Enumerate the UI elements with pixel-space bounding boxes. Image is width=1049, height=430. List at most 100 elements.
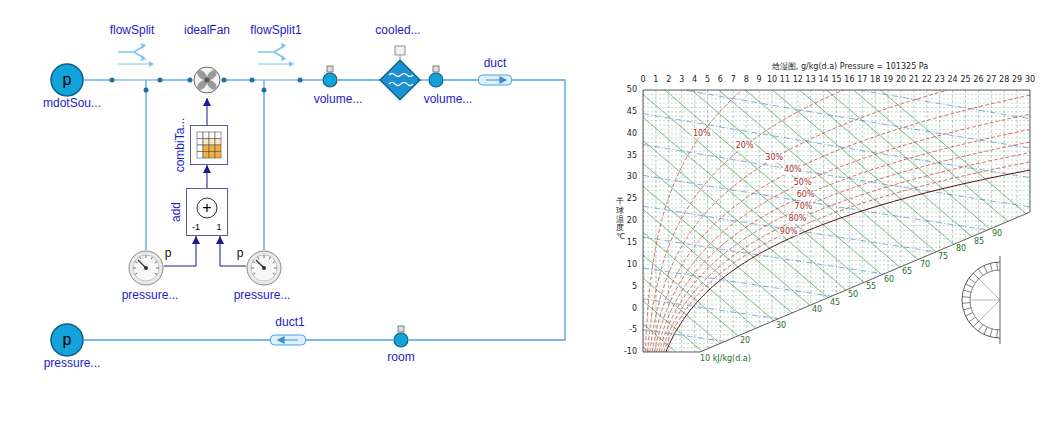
axis-tick: 30 bbox=[627, 173, 637, 182]
chart-grid bbox=[82, 0, 1049, 430]
component-label: idealFan bbox=[184, 24, 230, 38]
enthalpy-tick: 55 bbox=[866, 283, 876, 292]
axis-tick: 4 bbox=[692, 76, 697, 85]
axis-tick: 6 bbox=[718, 76, 723, 85]
fluid-connection bbox=[263, 90, 264, 250]
fluid-connection bbox=[338, 79, 380, 80]
axis-tick: -5 bbox=[629, 326, 637, 335]
axis-tick: 0 bbox=[632, 304, 637, 313]
signal-connection bbox=[207, 98, 208, 125]
axis-tick: 12 bbox=[793, 76, 803, 85]
humidity-label: 40% bbox=[783, 166, 803, 175]
fluid-connection bbox=[84, 79, 112, 80]
enthalpy-tick: 65 bbox=[902, 268, 912, 277]
volume-icon bbox=[322, 66, 338, 88]
split-icon bbox=[252, 42, 300, 90]
port-label: p bbox=[165, 247, 172, 261]
humidity-label: 80% bbox=[788, 215, 808, 224]
symbol-text: p bbox=[63, 71, 72, 89]
component-label: flowSplit1 bbox=[250, 24, 301, 38]
symbol-text: -1 bbox=[192, 222, 200, 232]
enthalpy-tick: 40 bbox=[812, 306, 822, 315]
axis-tick: 20 bbox=[627, 217, 637, 226]
volume-icon bbox=[428, 66, 444, 88]
fluid-connection bbox=[145, 90, 146, 250]
table-icon bbox=[190, 125, 228, 165]
component-label: mdotSou... bbox=[43, 97, 101, 111]
axis-tick: 25 bbox=[960, 76, 970, 85]
component-label: duct bbox=[484, 57, 507, 71]
fluid-connection bbox=[225, 79, 252, 80]
axis-tick: 15 bbox=[831, 76, 841, 85]
hx-icon bbox=[380, 44, 420, 100]
symbol-text: 1 bbox=[216, 222, 221, 232]
mixing-volume: volume... bbox=[428, 66, 444, 88]
axis-tick: 50 bbox=[627, 86, 637, 95]
fan-icon bbox=[189, 62, 225, 98]
symbol-text: p bbox=[63, 331, 72, 349]
axis-tick: 19 bbox=[883, 76, 893, 85]
flow-splitter: flowSplit1 bbox=[252, 42, 300, 90]
table-block: combiTa... bbox=[190, 125, 228, 165]
component-label: volume... bbox=[424, 93, 473, 107]
gauge-icon bbox=[128, 250, 164, 286]
axis-tick: 7 bbox=[731, 76, 736, 85]
component-label: room bbox=[387, 351, 414, 365]
axis-tick: 9 bbox=[757, 76, 762, 85]
component-label: volume... bbox=[314, 93, 363, 107]
split-icon bbox=[112, 42, 160, 90]
component-label: cooled... bbox=[375, 24, 420, 38]
fluid-connection bbox=[300, 79, 322, 80]
duct-pipe: duct bbox=[478, 72, 512, 88]
duct-pipe: duct1 bbox=[270, 332, 306, 348]
humidity-label: 30% bbox=[764, 154, 784, 163]
component-label: add bbox=[170, 202, 184, 222]
component-label: duct1 bbox=[275, 316, 304, 330]
enthalpy-tick: 45 bbox=[830, 299, 840, 308]
mixing-volume: volume... bbox=[322, 66, 338, 88]
axis-tick: 5 bbox=[705, 76, 710, 85]
pipe-icon bbox=[478, 72, 512, 88]
fluid-connection bbox=[444, 79, 478, 80]
pressure-sensor: ppressure... bbox=[128, 250, 164, 286]
axis-tick: 35 bbox=[627, 151, 637, 160]
chart-title: 焓湿图, g/kg(d.a) Pressure = 101325 Pa bbox=[772, 63, 928, 72]
component-label: pressure... bbox=[44, 357, 101, 371]
gauge-icon bbox=[246, 250, 282, 286]
fluid-connection bbox=[160, 79, 189, 80]
pressure-source: pmdotSou... bbox=[50, 63, 84, 97]
axis-tick: 15 bbox=[627, 239, 637, 248]
axis-tick: 28 bbox=[999, 76, 1009, 85]
humidity-label: 90% bbox=[779, 227, 799, 236]
axis-tick: 25 bbox=[627, 195, 637, 204]
enthalpy-tick: 50 bbox=[848, 291, 858, 300]
enthalpy-tick: 60 bbox=[884, 276, 894, 285]
axis-tick: 30 bbox=[1025, 76, 1035, 85]
symbol-text: + bbox=[202, 199, 211, 217]
fluid-connection bbox=[409, 80, 565, 340]
port-label: p bbox=[237, 247, 244, 261]
protractor-symbol bbox=[962, 256, 1000, 344]
fluid-connection bbox=[420, 79, 428, 80]
axis-tick: 40 bbox=[627, 129, 637, 138]
humidity-label: 60% bbox=[796, 190, 816, 199]
axis-tick: 14 bbox=[819, 76, 829, 85]
axis-tick: 24 bbox=[948, 76, 958, 85]
fluid-connection bbox=[306, 339, 393, 340]
axis-tick: 45 bbox=[627, 107, 637, 116]
room-volume: room bbox=[393, 326, 409, 348]
axis-tick: 2 bbox=[666, 76, 671, 85]
flow-splitter: flowSplit bbox=[112, 42, 160, 90]
component-label: combiTa... bbox=[174, 118, 188, 173]
enthalpy-tick: 80 bbox=[956, 245, 966, 254]
add-block: add+-11 bbox=[186, 188, 228, 236]
humidity-label: 20% bbox=[735, 142, 755, 151]
component-label: flowSplit bbox=[110, 24, 155, 38]
axis-tick: 18 bbox=[870, 76, 880, 85]
axis-tick: 22 bbox=[922, 76, 932, 85]
chart-frame bbox=[643, 90, 1030, 352]
axis-tick: 0 bbox=[640, 76, 645, 85]
pipe-icon bbox=[270, 332, 306, 348]
axis-title: 干球温度 ℃ bbox=[616, 198, 624, 242]
axis-tick: 11 bbox=[780, 76, 790, 85]
